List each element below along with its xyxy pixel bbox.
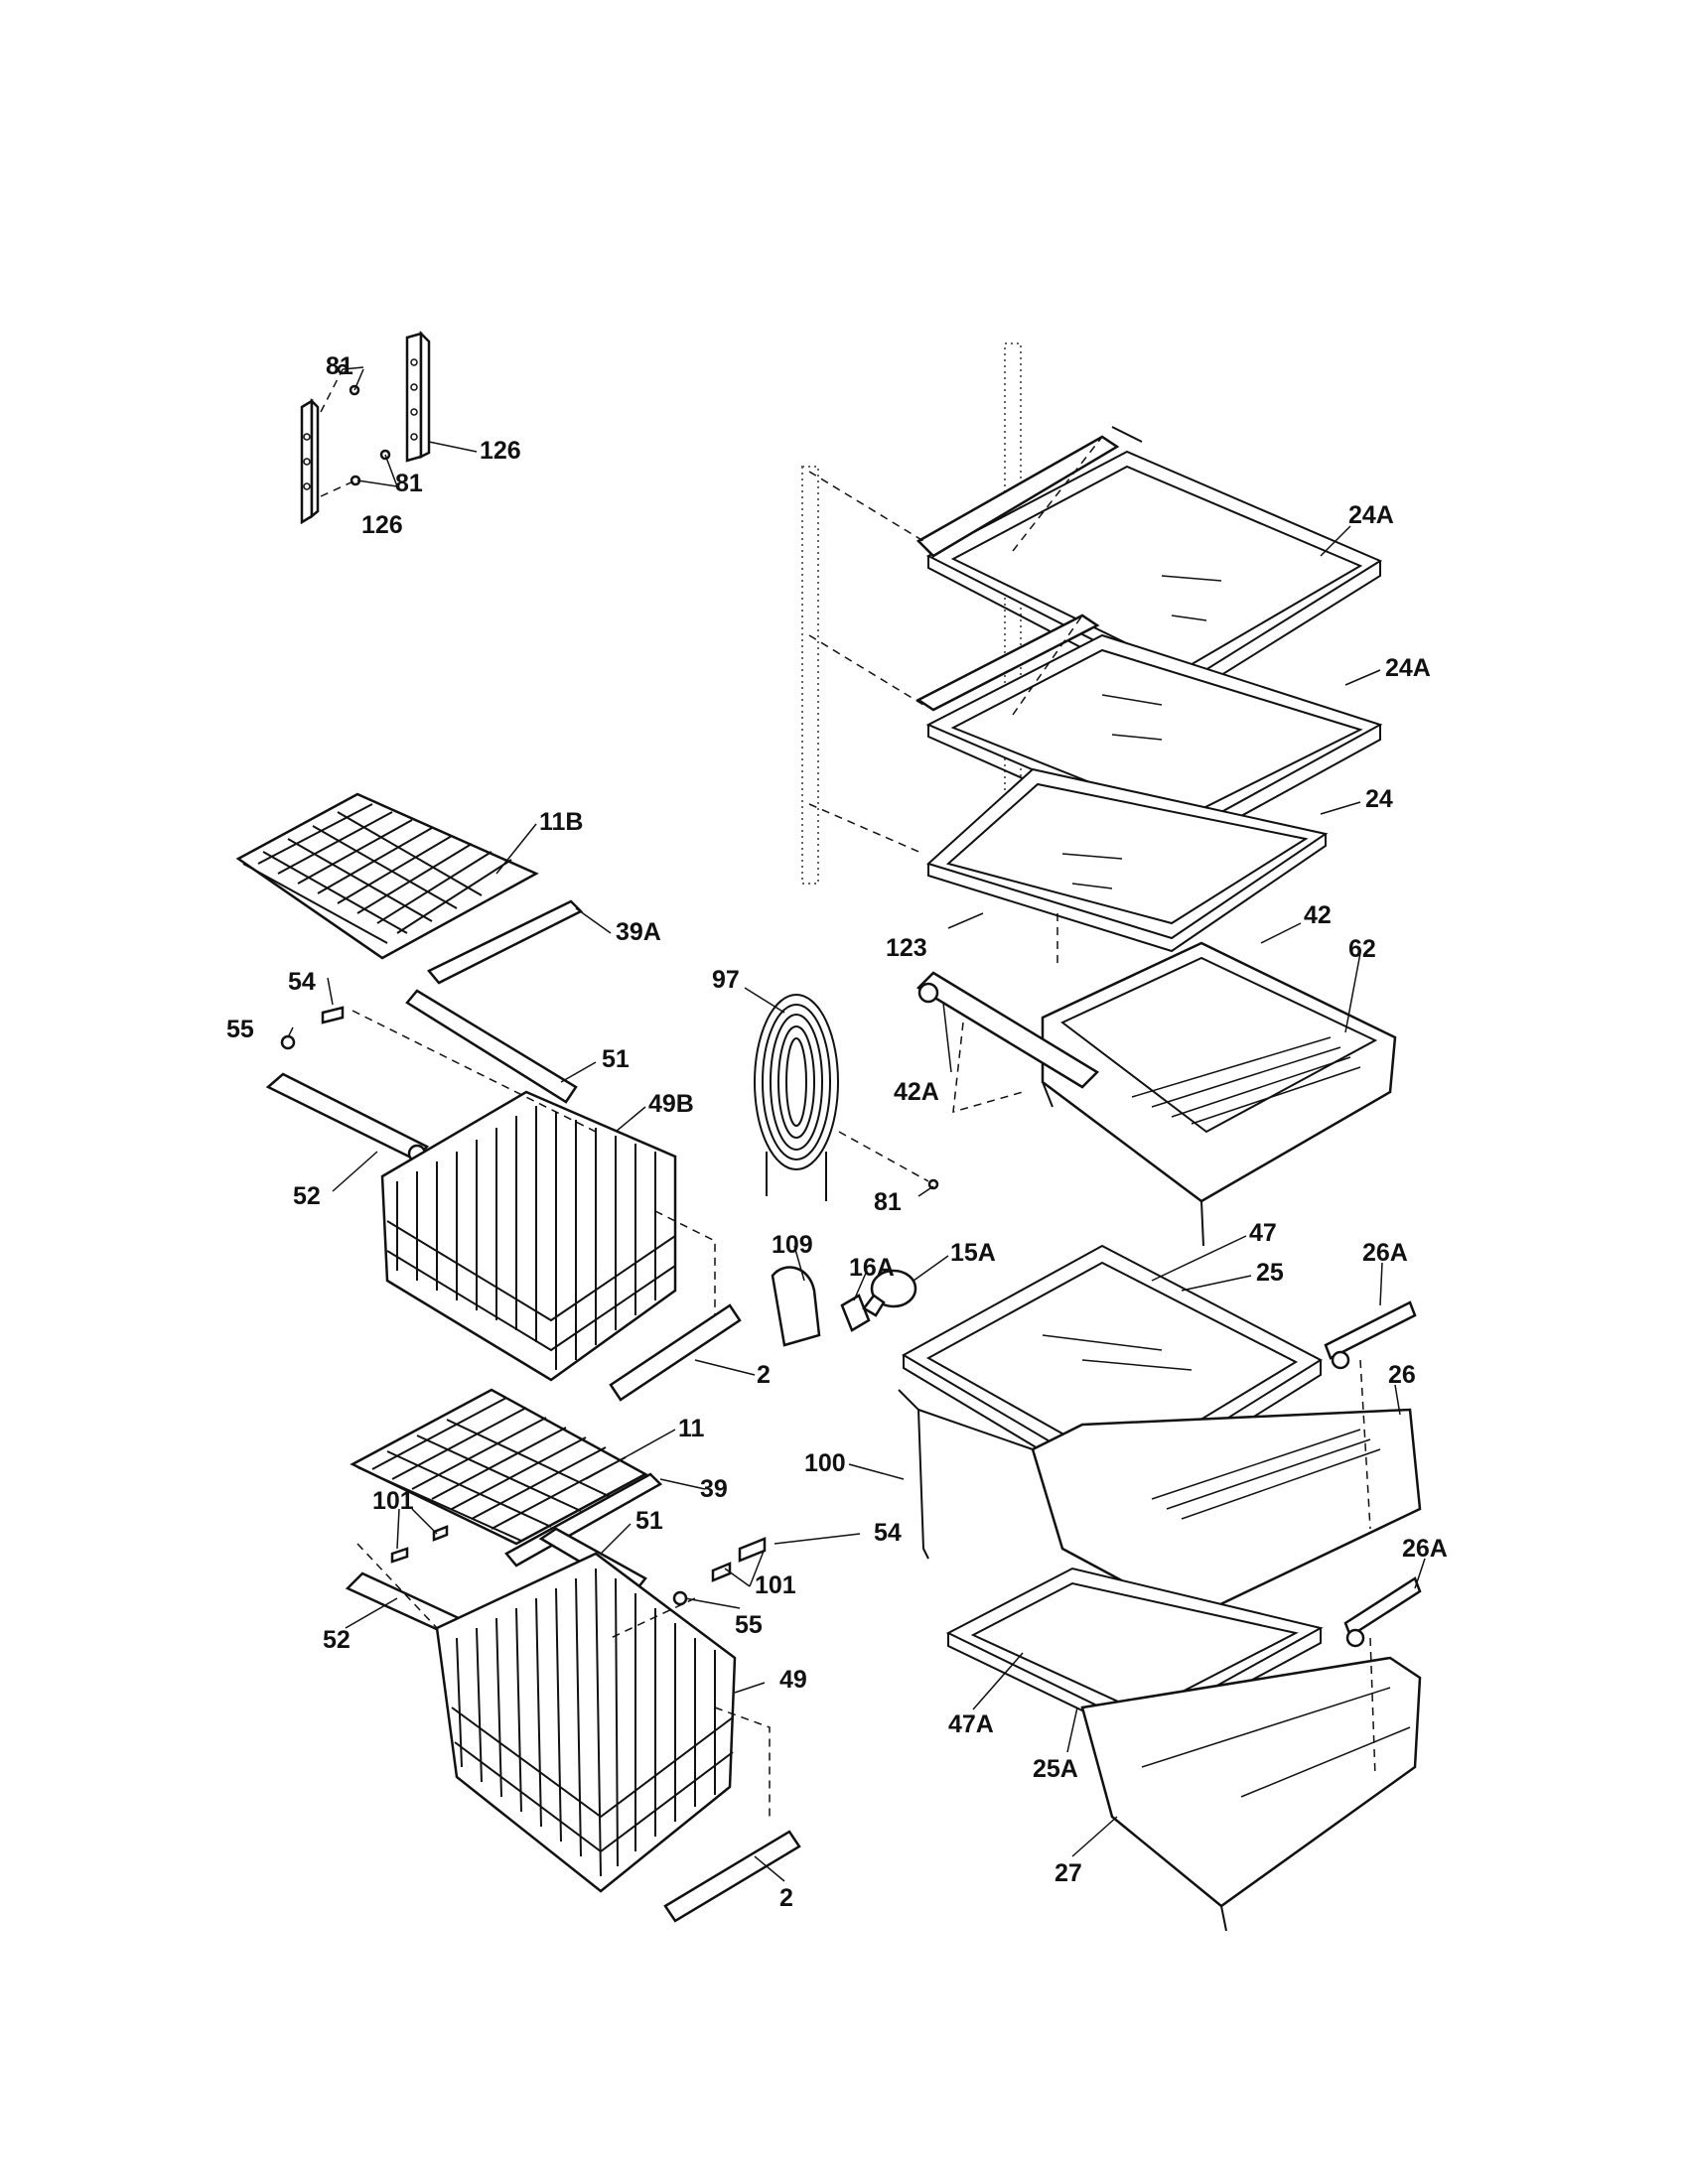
callout-126-low: 126 <box>361 511 403 539</box>
callout-42A: 42A <box>894 1078 939 1106</box>
callout-labels: 81 126 81 126 24A 24A 24 11B 39A 123 42 … <box>226 352 1448 1912</box>
callout-81-low: 81 <box>874 1188 902 1216</box>
rail-42 <box>915 913 1100 1114</box>
shelf-24-lower <box>926 767 1329 953</box>
trim-2-lower <box>663 1830 801 1923</box>
callout-51-a: 51 <box>602 1045 630 1073</box>
callout-52-b: 52 <box>323 1626 351 1654</box>
callout-55-a: 55 <box>226 1016 254 1043</box>
callout-81-top: 81 <box>326 352 353 380</box>
callout-24: 24 <box>1365 785 1393 813</box>
callout-42: 42 <box>1304 901 1332 929</box>
strip-39 <box>504 1472 663 1568</box>
callout-97: 97 <box>712 966 740 994</box>
callout-123: 123 <box>886 934 927 962</box>
screws-81-top <box>320 363 478 497</box>
bracket-26A-upper <box>1324 1300 1417 1530</box>
bulb-15A <box>862 1269 917 1317</box>
callout-54-b: 54 <box>874 1519 902 1547</box>
callout-24A-b: 24A <box>1385 654 1431 682</box>
slide-51-upper <box>405 989 578 1104</box>
callout-109: 109 <box>772 1231 813 1259</box>
callout-55-b: 55 <box>735 1611 763 1639</box>
callout-47A: 47A <box>948 1710 994 1738</box>
shelf-24A-middle <box>915 614 1383 851</box>
callout-62: 62 <box>1348 935 1376 963</box>
callout-24A-a: 24A <box>1348 501 1394 529</box>
callout-2-a: 2 <box>757 1361 771 1389</box>
callout-100: 100 <box>804 1449 846 1477</box>
callout-81-mid: 81 <box>395 470 423 497</box>
bracket-126-rear <box>405 330 431 463</box>
divider-100 <box>898 1389 1034 1560</box>
lamp-cover-109 <box>771 1266 821 1347</box>
slide-52-upper <box>265 1072 430 1163</box>
bracket-126-front <box>300 397 320 525</box>
socket-16A <box>840 1294 871 1332</box>
callout-11B: 11B <box>539 808 583 836</box>
callout-49: 49 <box>779 1666 807 1694</box>
wire-shelf-11 <box>350 1388 648 1546</box>
wire-shelf-11B <box>235 792 539 960</box>
callout-54-a: 54 <box>288 968 316 996</box>
basket-49 <box>435 1552 771 1893</box>
callout-39: 39 <box>700 1475 728 1503</box>
callout-25A: 25A <box>1033 1755 1078 1783</box>
callout-2-b: 2 <box>779 1884 793 1912</box>
rear-rail <box>801 342 1022 885</box>
callout-25: 25 <box>1256 1259 1284 1287</box>
callout-26A-a: 26A <box>1362 1239 1408 1267</box>
callout-51-b: 51 <box>635 1507 663 1535</box>
pan-62 <box>1041 941 1397 1247</box>
callout-16A: 16A <box>849 1254 895 1282</box>
callout-26: 26 <box>1388 1361 1416 1389</box>
leader-lines <box>287 525 1426 1882</box>
callout-11: 11 <box>678 1415 705 1442</box>
pan-27 <box>1080 1656 1422 1932</box>
basket-49B <box>380 1090 716 1382</box>
callout-47: 47 <box>1249 1219 1277 1247</box>
callout-15A: 15A <box>950 1239 996 1267</box>
callout-39A: 39A <box>616 918 661 946</box>
coil-97 <box>754 994 939 1201</box>
callout-26A-b: 26A <box>1402 1535 1448 1563</box>
shelf-24A-top <box>915 426 1383 702</box>
pan-26 <box>1031 1408 1422 1649</box>
bracket-26A-lower <box>1343 1576 1422 1778</box>
callout-126-top: 126 <box>480 437 521 465</box>
callout-101-a: 101 <box>372 1487 414 1515</box>
callout-101-b: 101 <box>755 1571 796 1599</box>
trim-2-upper <box>609 1303 742 1402</box>
cover-25A <box>945 1567 1324 1741</box>
callout-49B: 49B <box>648 1090 694 1118</box>
callout-52-a: 52 <box>293 1182 321 1210</box>
screws-54-55-upper <box>280 1006 597 1133</box>
shelf-dash-lines <box>808 436 1103 855</box>
callout-27: 27 <box>1055 1859 1082 1887</box>
